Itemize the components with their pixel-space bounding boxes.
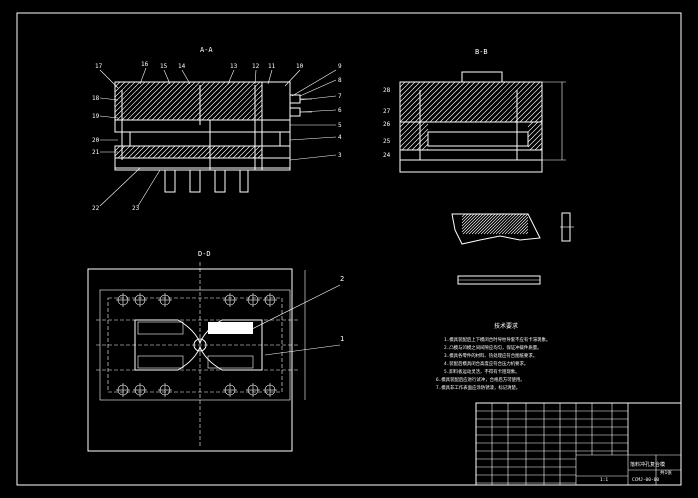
- title-block-sheet: 共1张: [660, 469, 672, 476]
- part-18: 18: [92, 95, 100, 102]
- part-6: 6: [338, 107, 342, 114]
- tech-req-line-4: 4.装配后模具闭合高度应符合压力机要求。: [444, 360, 528, 367]
- title-block-name: 落料冲孔复合模: [630, 461, 665, 468]
- side-part-labels: 28 27 26 25 24: [383, 87, 391, 159]
- workpiece-sketch: [451, 212, 574, 285]
- tech-req-line-2: 2.凸模与凹模之间间隙应均匀，保证冲裁件质量。: [444, 344, 542, 351]
- tech-req-heading: 技术要求: [494, 322, 518, 330]
- side-section-view: B-B: [399, 48, 566, 173]
- part-11: 11: [268, 63, 276, 70]
- part-12: 12: [252, 63, 260, 70]
- part-24: 24: [383, 152, 391, 159]
- part-19: 19: [92, 113, 100, 120]
- part-9: 9: [338, 63, 342, 70]
- part-21: 21: [92, 149, 100, 156]
- title-block: 落料冲孔复合模 CCMJ-00-00 1:1 共1张: [475, 402, 682, 486]
- plan-part-labels: 2 1: [340, 275, 344, 343]
- part-7: 7: [338, 93, 342, 100]
- tech-req-line-1: 1.模具装配后上下模闭合时导柱导套不应有卡滞现象。: [444, 336, 550, 343]
- section-label-a: A-A: [200, 46, 213, 54]
- part-26: 26: [383, 121, 391, 128]
- section-label-b: B-B: [475, 48, 488, 56]
- part-15: 15: [160, 63, 168, 70]
- part-28: 28: [383, 87, 391, 94]
- part-16: 16: [141, 61, 149, 68]
- part-1: 1: [340, 335, 344, 343]
- part-25: 25: [383, 138, 391, 145]
- tech-req-line-6: 6.模具装配后应进行试冲，合格后方可使用。: [436, 376, 525, 383]
- tech-req-line-5: 5.卸料板运动灵活，不得有卡阻现象。: [444, 368, 520, 375]
- front-section-view: A-A: [99, 46, 337, 207]
- title-block-scale: 1:1: [600, 477, 608, 483]
- technical-requirements: 技术要求 1.模具装配后上下模闭合时导柱导套不应有卡滞现象。 2.凸模与凹模之间…: [436, 322, 550, 391]
- section-label-d: D-D: [198, 250, 211, 258]
- tech-req-line-7: 7.模具非工作表面应涂防锈漆，标记清楚。: [436, 384, 520, 391]
- part-27: 27: [383, 108, 391, 115]
- part-10: 10: [296, 63, 304, 70]
- part-5: 5: [338, 122, 342, 129]
- plan-view: D-D: [87, 250, 341, 452]
- tech-req-line-3: 3.模具各零件的材料、热处理应符合图纸要求。: [444, 352, 537, 359]
- part-13: 13: [230, 63, 238, 70]
- part-23: 23: [132, 205, 140, 212]
- part-8: 8: [338, 77, 342, 84]
- part-3: 3: [338, 152, 342, 159]
- drawing-border: [16, 12, 682, 486]
- part-22: 22: [92, 205, 100, 212]
- part-14: 14: [178, 63, 186, 70]
- part-2: 2: [340, 275, 344, 283]
- front-part-labels: 17 16 15 14 13 12 11 10 9 18 19 20 21 8 …: [92, 61, 342, 212]
- title-block-drawing-no: CCMJ-00-00: [632, 477, 659, 483]
- part-4: 4: [338, 134, 342, 141]
- part-20: 20: [92, 137, 100, 144]
- part-17: 17: [95, 63, 103, 70]
